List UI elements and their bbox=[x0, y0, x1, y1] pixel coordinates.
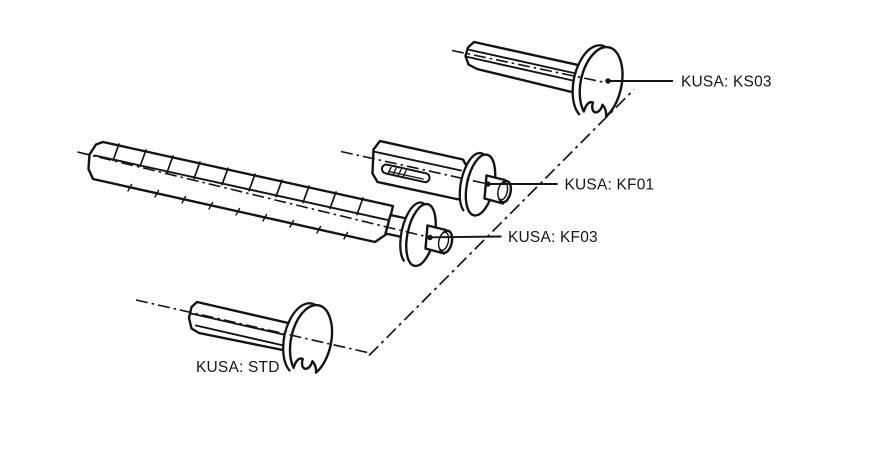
kf01-hub-cap-rim bbox=[497, 181, 509, 201]
std-blade-edge-line-1 bbox=[190, 312, 291, 337]
label-std: KUSA: STD bbox=[196, 359, 280, 376]
kf03-leader-dot bbox=[427, 234, 433, 241]
callout-std: KUSA: STD bbox=[196, 359, 280, 376]
part-ks03-drawing bbox=[451, 40, 624, 118]
kf03-leader-line bbox=[431, 235, 502, 239]
kf01-leader-dot bbox=[485, 181, 491, 187]
std-bow bbox=[288, 303, 334, 374]
callout-kf03: KUSA: KF03 bbox=[427, 229, 598, 246]
kf01-centerline bbox=[340, 150, 487, 185]
label-kf01: KUSA: KF01 bbox=[565, 177, 655, 194]
std-blade-edge-line-2 bbox=[195, 324, 289, 348]
callout-ks03: KUSA: KS03 bbox=[605, 74, 772, 91]
callout-kf01: KUSA: KF01 bbox=[485, 177, 654, 194]
ks03-blade bbox=[464, 40, 586, 96]
kf01-body-ridge bbox=[372, 150, 462, 172]
part-kf03-drawing bbox=[77, 140, 454, 268]
ks03-blade-edge-line-1 bbox=[467, 48, 577, 75]
assembly-datum-line bbox=[368, 88, 635, 357]
ks03-leader-dot bbox=[605, 78, 611, 84]
ks03-blade-edge-line-2 bbox=[464, 55, 576, 82]
std-centerline bbox=[135, 299, 368, 354]
ks03-centerline bbox=[451, 49, 606, 84]
label-kf03: KUSA: KF03 bbox=[508, 229, 598, 246]
part-kf01-drawing bbox=[340, 139, 513, 217]
part-std-drawing bbox=[135, 299, 368, 374]
label-ks03: KUSA: KS03 bbox=[681, 74, 772, 91]
kf03-shaft-bottom-notches bbox=[127, 183, 349, 240]
kf03-shaft-serrations bbox=[112, 143, 364, 216]
kf03-shaft-ridge bbox=[94, 154, 391, 222]
kf01-slot-hatching bbox=[387, 166, 407, 177]
kf03-centerline bbox=[77, 151, 429, 238]
